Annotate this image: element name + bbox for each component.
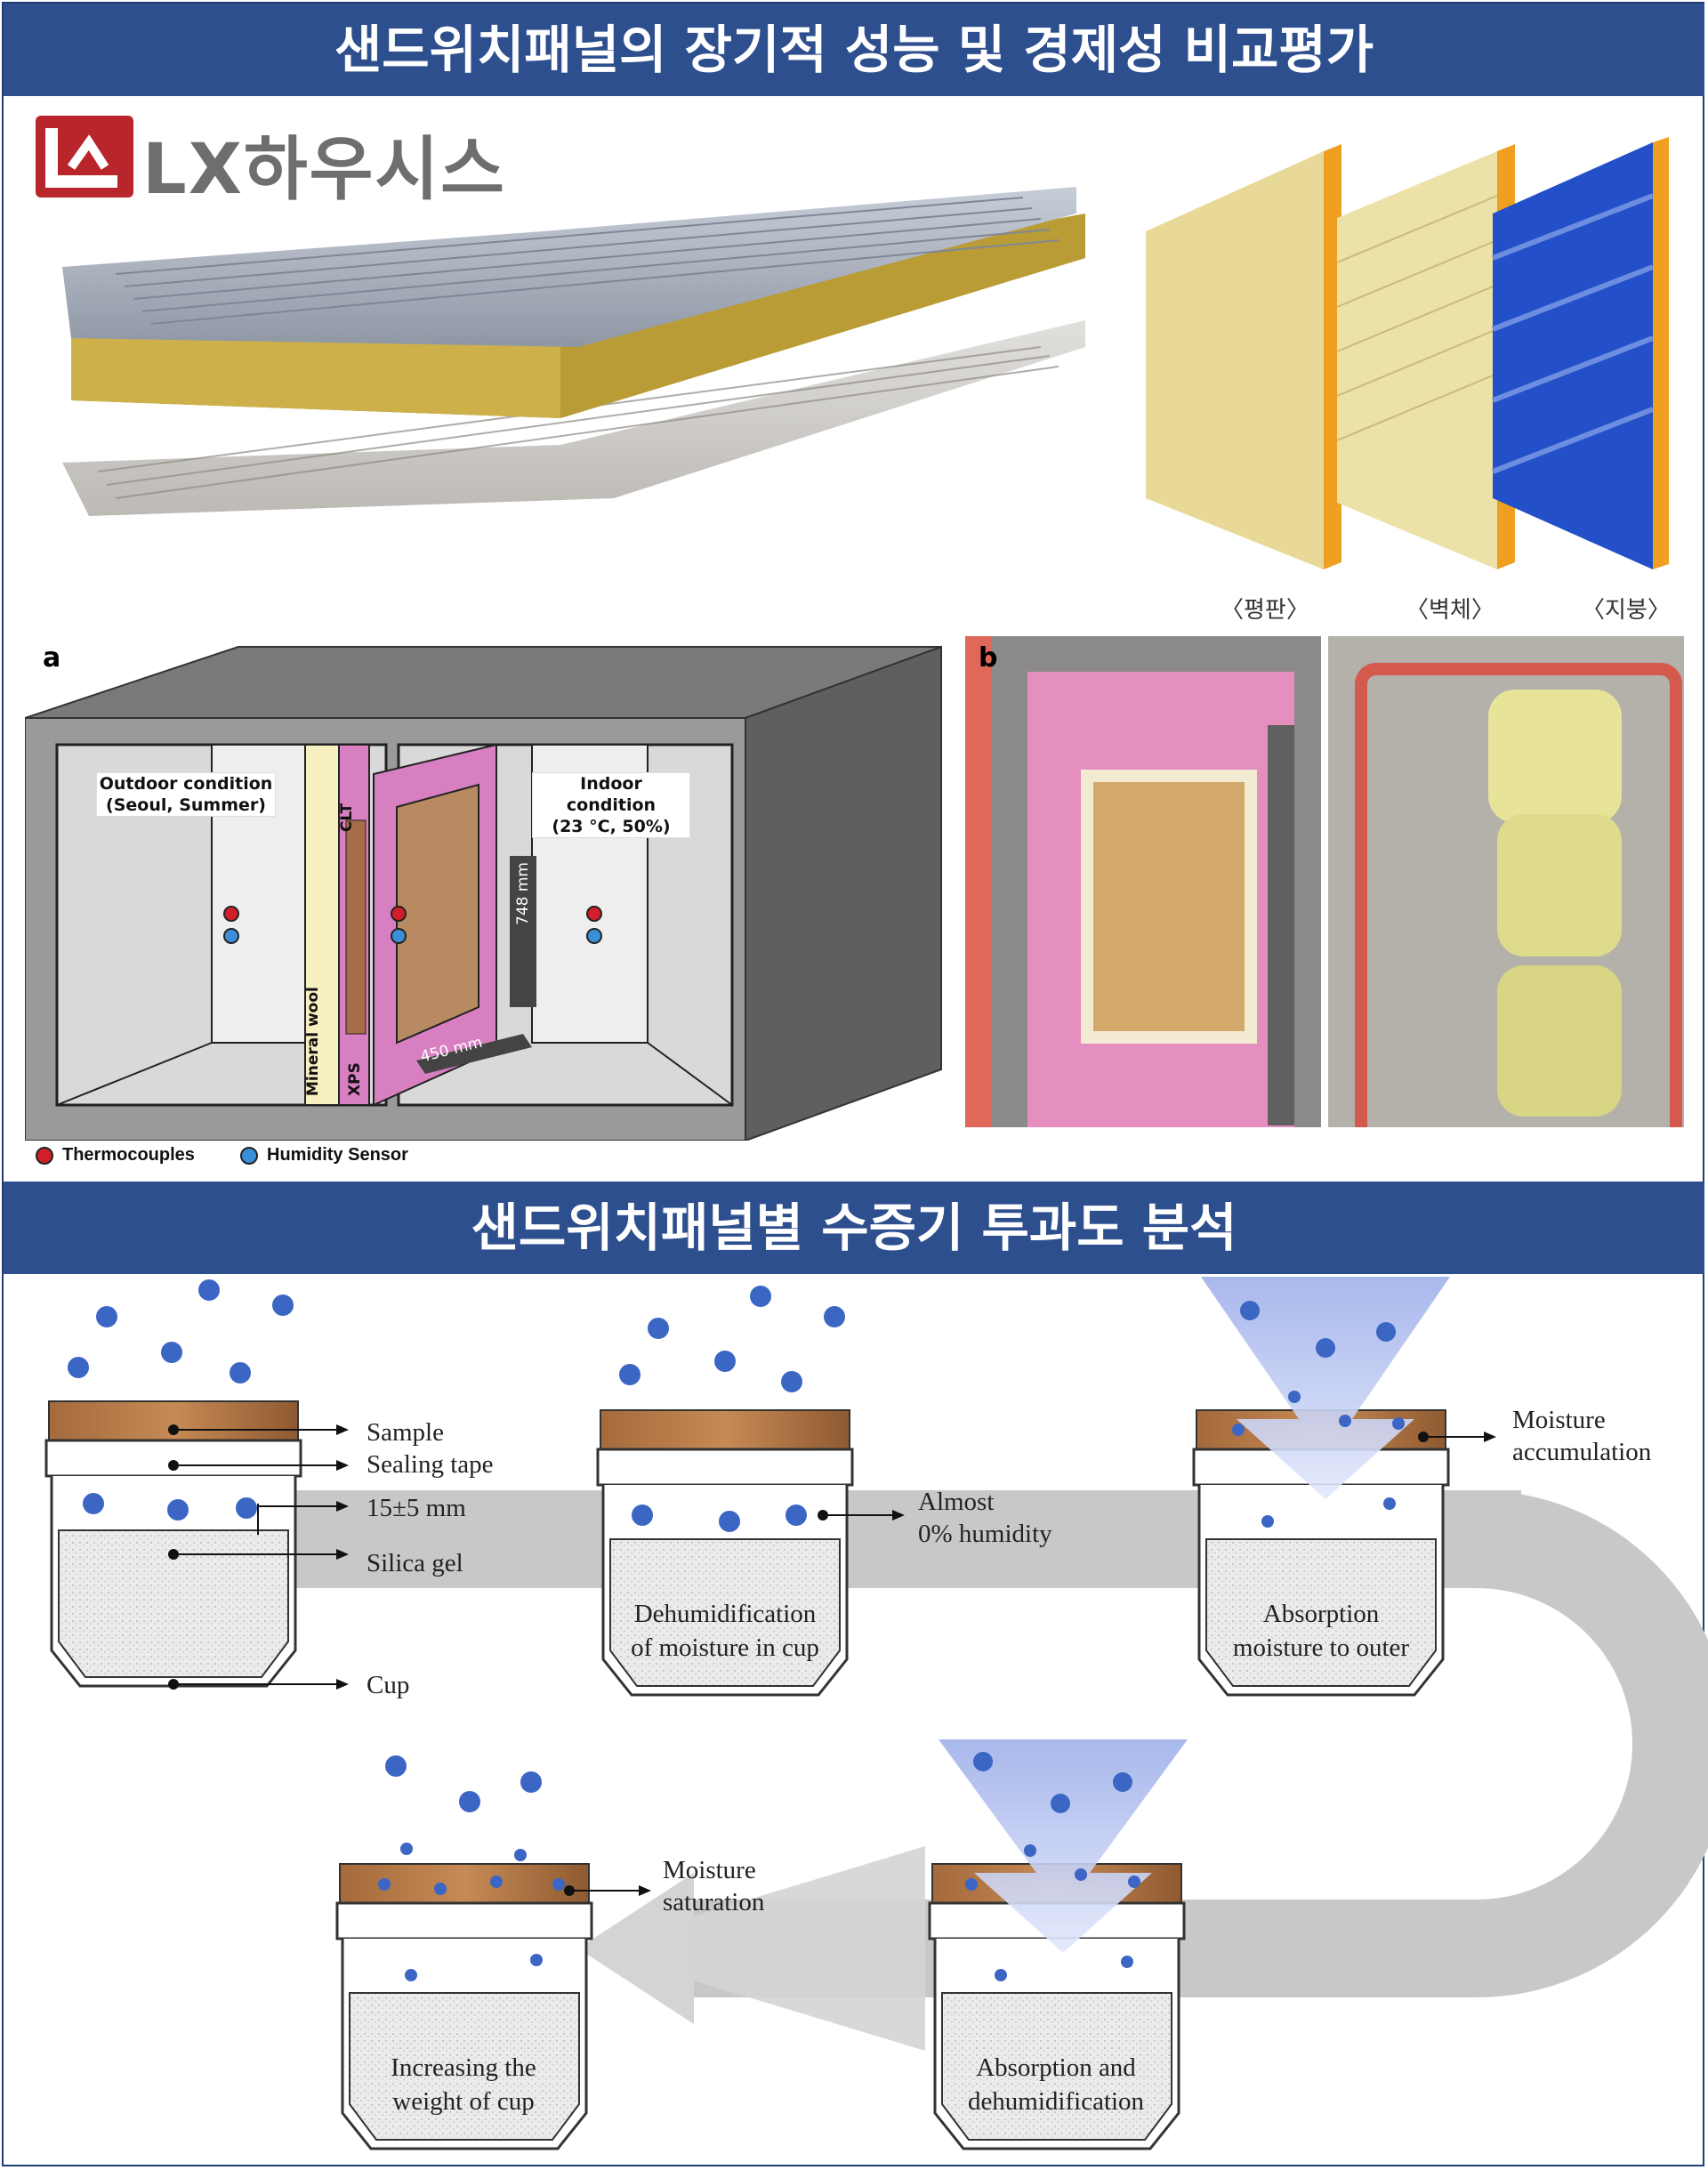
cup-stage-2 <box>596 1409 854 1697</box>
figure-a-letter: a <box>43 642 61 674</box>
indoor-condition-label: Indoor condition (23 °C, 50%) <box>532 772 690 838</box>
figure-b-letter: b <box>979 642 998 674</box>
stage-increasing-weight-label: Increasing the weight of cup <box>391 2053 536 2116</box>
cup-stage-1 <box>44 1400 302 1688</box>
flat-panel-shape <box>1146 144 1341 569</box>
moisture-saturation-label: Moisture saturation <box>663 1856 765 1916</box>
thermocouple-dot-icon <box>36 1146 53 1165</box>
humidity-dot-icon <box>240 1146 258 1165</box>
sandwich-panel-illustration <box>62 187 1085 516</box>
climate-chamber-diagram <box>25 645 942 1141</box>
section-title: 샌드위치패널별 수증기 투과도 분석 <box>4 1182 1704 1274</box>
dim-height-label: 748 mm <box>514 862 532 925</box>
legend-humidity-sensor: Humidity Sensor <box>240 1145 408 1166</box>
stage-absorption-label: Absorption moisture to outer <box>1232 1600 1410 1662</box>
moisture-accumulation-label: Moisture accumulation <box>1512 1406 1652 1466</box>
clt-label: CLT <box>338 803 356 832</box>
sample-label: Sample <box>367 1418 444 1447</box>
roof-panel-shape <box>1491 137 1669 569</box>
lx-logo-icon <box>36 116 133 198</box>
xps-label: XPS <box>346 1062 364 1096</box>
chamber-photo-mineral-wool <box>1328 636 1684 1127</box>
almost-humidity-label: Almost 0% humidity <box>918 1488 1052 1548</box>
gap-label: 15±5 mm <box>367 1494 466 1522</box>
chamber-photo-clt <box>965 636 1321 1127</box>
panel-type-label: 〈벽체〉 <box>1406 597 1494 624</box>
cup-stage-4 <box>928 1739 1188 2150</box>
legend-thermocouples: Thermocouples <box>36 1145 195 1166</box>
stage-dehumidification-label: Dehumidification of moisture in cup <box>631 1600 819 1662</box>
stage-absorption-dehumidification-label: Absorption and dehumidification <box>967 2053 1145 2116</box>
panel-types-illustration <box>1146 137 1669 569</box>
panel-type-label: 〈지붕〉 <box>1582 597 1671 624</box>
brand-logo-text: LX하우시스 <box>142 130 506 210</box>
wall-panel-shape <box>1336 144 1515 569</box>
cup-label: Cup <box>367 1671 410 1699</box>
page-title: 샌드위치패널의 장기적 성능 및 경제성 비교평가 <box>4 4 1704 96</box>
cup-method-diagram <box>44 1277 1708 2150</box>
cup-stage-5 <box>335 1863 593 2150</box>
sealing-tape-label: Sealing tape <box>367 1450 494 1479</box>
outdoor-condition-label: Outdoor condition (Seoul, Summer) <box>96 772 276 817</box>
water-drop-icon <box>68 1279 1405 1981</box>
mineral-wool-label: Mineral wool <box>304 987 322 1096</box>
panel-type-label: 〈평판〉 <box>1221 597 1309 624</box>
silica-gel-label: Silica gel <box>367 1549 463 1577</box>
